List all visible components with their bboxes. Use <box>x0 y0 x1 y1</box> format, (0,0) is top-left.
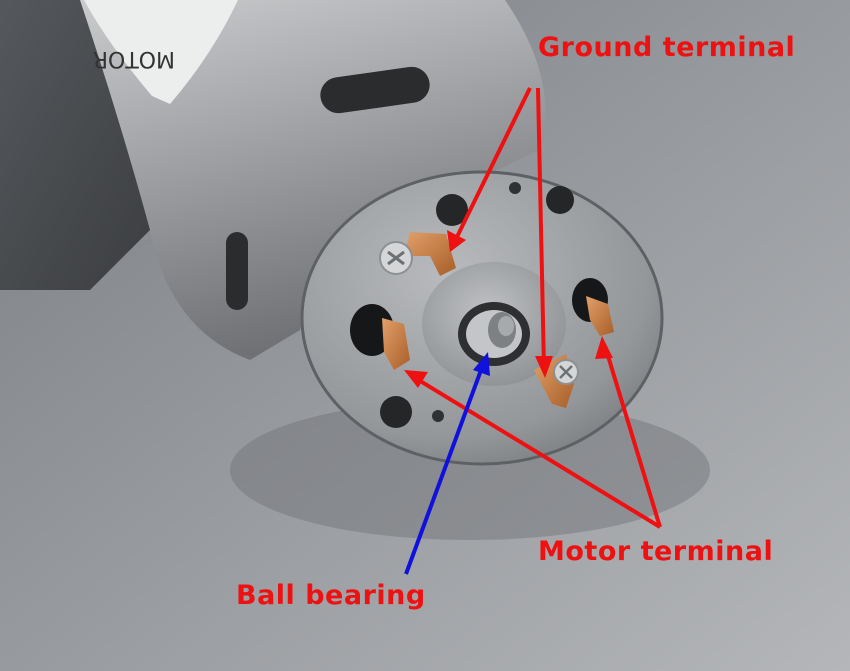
ground-arrowhead-bottom <box>535 356 553 378</box>
terminal-socket-left <box>350 304 394 356</box>
mount-hole <box>380 396 412 428</box>
ground-terminal-top <box>404 232 456 276</box>
ball-bearing-label: Ball bearing <box>236 580 426 611</box>
ground-arrows <box>452 87 546 369</box>
motor-terminal-label: Motor terminal <box>538 536 774 567</box>
screw-cross-top <box>387 250 405 266</box>
motor-sticker <box>84 0 238 104</box>
motor-terminal-right <box>586 296 614 336</box>
motor-arrowhead-right <box>595 336 613 359</box>
small-hole <box>432 410 444 422</box>
ball-bearing-arrow <box>404 361 486 575</box>
motor-arrowhead-left <box>404 370 428 388</box>
ball-bearing-arrowhead <box>473 352 490 376</box>
mount-hole <box>436 194 468 226</box>
small-hole <box>509 182 521 194</box>
screw-cross-bottom <box>559 365 573 379</box>
shaft-end <box>498 316 514 336</box>
sticker-text: MOTOR <box>93 46 175 71</box>
vent-slot-side <box>226 232 248 310</box>
motor-body <box>80 0 546 360</box>
ground-terminal-label: Ground terminal <box>538 32 796 63</box>
vent-slot-top <box>320 66 430 114</box>
ground-arrowhead-top <box>447 230 466 252</box>
mount-hole <box>546 186 574 214</box>
end-cap-rim <box>300 170 664 466</box>
motor-terminal-left <box>382 318 410 370</box>
motor-terminal-arrows <box>410 345 662 529</box>
